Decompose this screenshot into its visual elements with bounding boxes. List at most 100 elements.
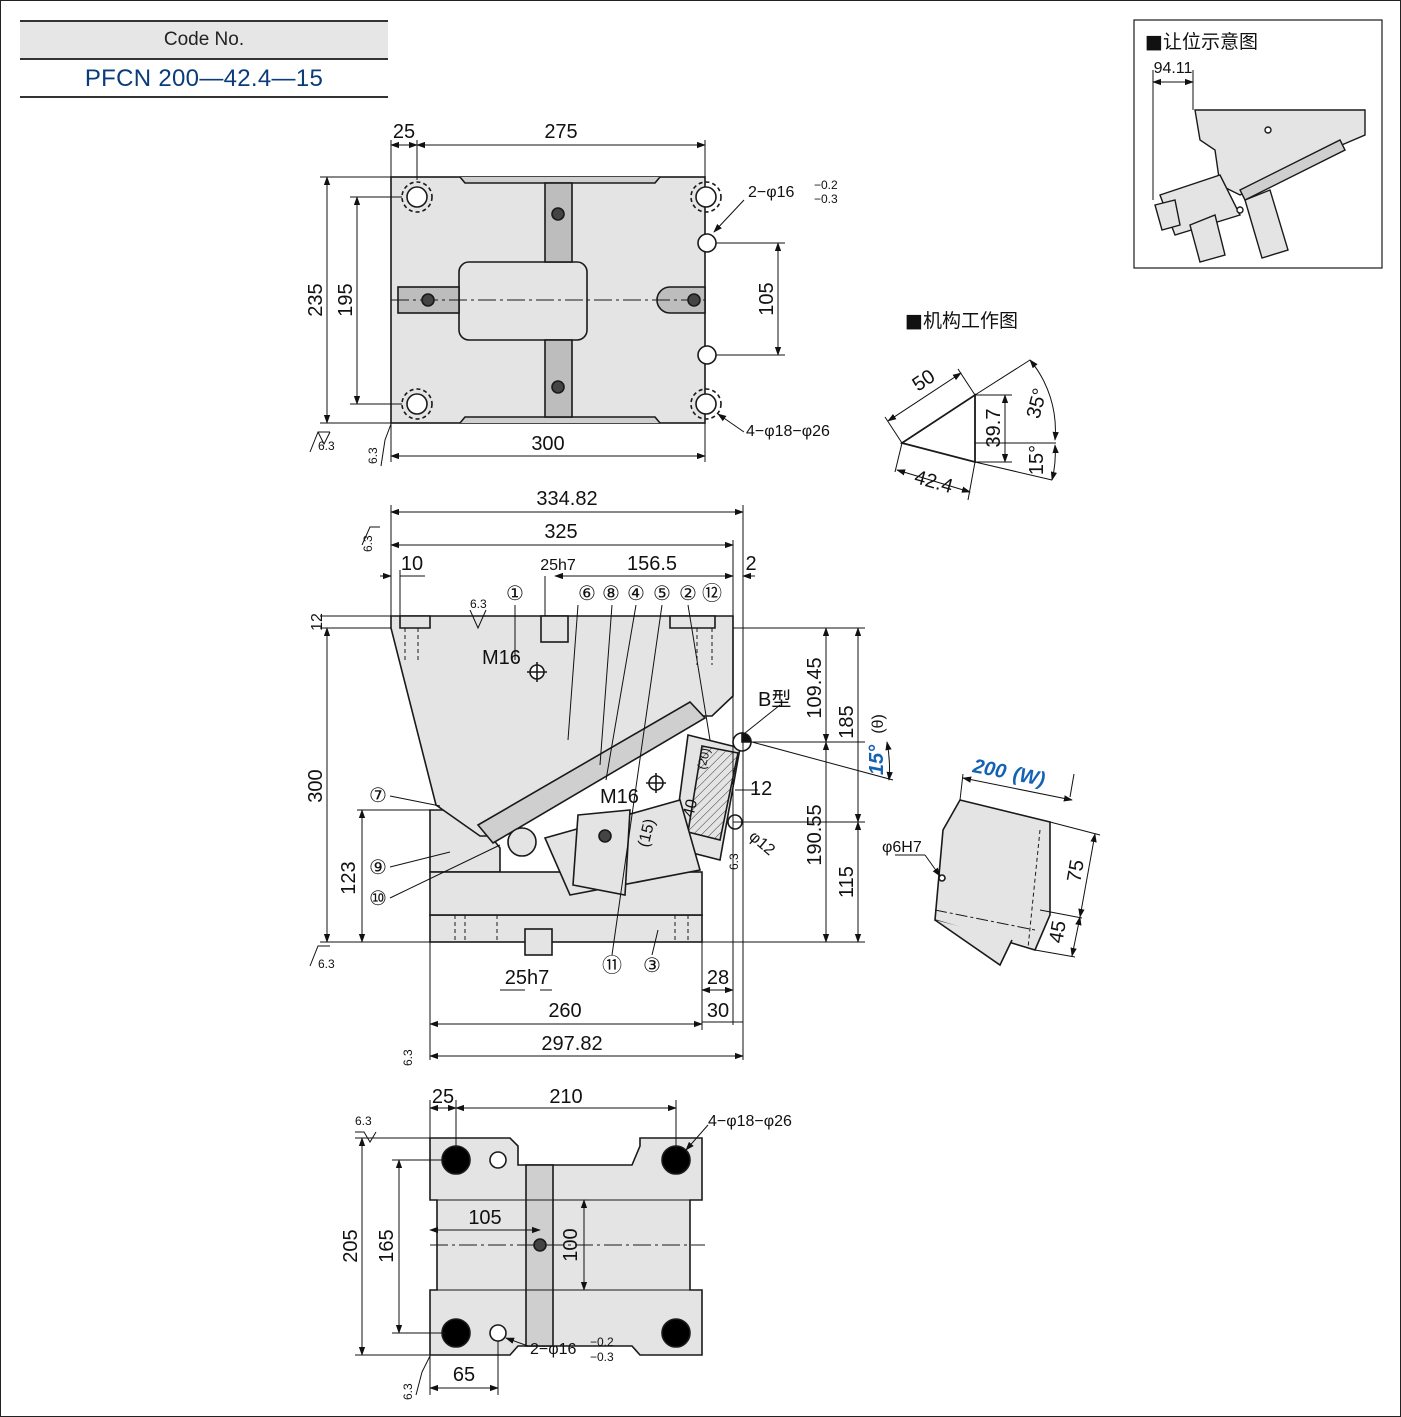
bottom-tol-down: −0.3	[590, 1350, 614, 1364]
width-w-label: (W)	[1011, 763, 1047, 791]
bottom-dim-210: 210	[549, 1086, 582, 1108]
callout-3: ③	[643, 955, 661, 977]
slide-rail	[476, 700, 707, 845]
side-dim-300: 300	[305, 769, 327, 802]
side-finish-2: 6.3	[470, 597, 487, 611]
code-number-value: PFCN 200—42.4—15	[20, 60, 388, 98]
top-dim-275: 275	[544, 121, 577, 143]
width-view	[934, 799, 1051, 967]
top-view-dims	[309, 140, 785, 467]
mech-angle-35: 35°	[1023, 386, 1052, 421]
top-center-pad	[458, 261, 588, 341]
base-plate	[429, 914, 703, 943]
callout-9: ⑨	[369, 857, 387, 879]
callout-4: ④	[627, 583, 645, 605]
top-dim-300: 300	[531, 433, 564, 455]
bottom-dim-105: 105	[468, 1207, 501, 1229]
mech-dim-39-7: 39.7	[983, 409, 1005, 448]
callout-7: ⑦	[369, 785, 387, 807]
code-number-block: Code No. PFCN 200—42.4—15	[20, 20, 388, 98]
side-dim-12: 12	[309, 613, 326, 631]
side-dim-28: 28	[707, 967, 729, 989]
side-dim-185: 185	[836, 705, 858, 738]
part-callouts: ① ⑥ ⑧ ④ ⑤ ② ⑫ ⑦ ⑨ ⑩ ⑪ ③	[369, 582, 722, 977]
mech-angle-15: 15°	[1026, 445, 1048, 475]
top-dim-235: 235	[305, 283, 327, 316]
callout-11: ⑪	[602, 954, 622, 977]
side-finish-1: 6.3	[361, 535, 375, 552]
top-large-hole-label: 4−φ18−φ26	[746, 423, 830, 440]
width-value: 200	[970, 755, 1008, 783]
side-dim-12b: 12	[750, 778, 772, 800]
top-bolt-holes	[401, 181, 722, 420]
side-dim-190-55: 190.55	[804, 804, 826, 865]
callout-6: ⑥	[578, 583, 596, 605]
callout-1: ①	[506, 583, 524, 605]
side-dim-156-5: 156.5	[627, 553, 677, 575]
side-dim-40: 40	[680, 797, 701, 818]
bottom-large-hole-label: 4−φ18−φ26	[708, 1113, 792, 1130]
width-dim-45: 45	[1045, 919, 1071, 945]
side-angle-15: 15°	[866, 744, 888, 775]
side-dim-25h7-bottom: 25h7	[505, 967, 550, 989]
mech-dim-42-4: 42.4	[912, 466, 955, 498]
side-dim-2: 2	[745, 553, 756, 575]
callout-12: ⑫	[702, 582, 722, 605]
side-finish-3: 6.3	[318, 957, 335, 971]
bottom-dim-25: 25	[432, 1086, 454, 1108]
top-tol-down: −0.3	[814, 192, 838, 206]
side-dim-15: (15)	[635, 817, 658, 849]
mech-dim-50: 50	[908, 365, 939, 396]
side-dim-297-82: 297.82	[541, 1033, 602, 1055]
top-rail-upper	[544, 182, 573, 263]
clearance-sketch	[1154, 109, 1366, 263]
side-finish-4: 6.3	[401, 1049, 415, 1066]
mechanism-title: ■机构工作图	[905, 310, 1018, 332]
callout-8: ⑧	[602, 583, 620, 605]
side-finish-5: 6.3	[727, 853, 741, 870]
top-small-hole-label: 2−φ16	[748, 184, 795, 201]
clearance-dim-94-11: 94.11	[1154, 60, 1193, 77]
side-phi12: φ12	[745, 828, 778, 859]
top-finish-2: 6.3	[366, 447, 380, 464]
top-dim-105: 105	[756, 282, 778, 315]
side-dim-123: 123	[338, 861, 360, 894]
callout-5: ⑤	[653, 583, 671, 605]
code-number-header: Code No.	[20, 20, 388, 60]
side-dim-334-82: 334.82	[536, 488, 597, 510]
bottom-small-hole-label: 2−φ16	[530, 1341, 577, 1358]
width-pin-label: φ6H7	[882, 839, 922, 856]
side-m16-upper: M16	[482, 647, 521, 669]
bottom-finish-1: 6.3	[355, 1114, 372, 1128]
side-m16-lower: M16	[600, 786, 639, 808]
side-view	[390, 615, 752, 956]
cam-bracket	[572, 809, 631, 896]
side-dim-109-45: 109.45	[804, 657, 826, 718]
side-dim-25h7: 25h7	[540, 557, 576, 574]
side-dim-115: 115	[836, 866, 858, 898]
bottom-finish-2: 6.3	[401, 1383, 415, 1400]
bottom-view-dims	[355, 1100, 709, 1396]
side-dim-325: 325	[544, 521, 577, 543]
side-dim-260: 260	[548, 1000, 581, 1022]
top-tol-up: −0.2	[814, 178, 838, 192]
side-dim-10: 10	[401, 553, 423, 575]
bottom-dim-205: 205	[340, 1229, 362, 1262]
top-finish-1: 6.3	[318, 439, 335, 453]
bottom-dim-65: 65	[453, 1364, 475, 1386]
side-b-type: B型	[758, 688, 791, 711]
bottom-tol-up: −0.2	[590, 1335, 614, 1349]
top-view	[390, 176, 722, 424]
width-dim-75: 75	[1063, 858, 1089, 884]
clearance-title: ■让位示意图	[1145, 31, 1258, 53]
side-dim-20: (20)	[694, 747, 713, 771]
side-dim-30: 30	[707, 1000, 729, 1022]
clearance-dim	[1152, 70, 1194, 200]
width-view-dims	[895, 773, 1101, 958]
callout-10: ⑩	[369, 888, 387, 910]
bottom-rail	[525, 1164, 554, 1347]
mechanism-dims	[884, 359, 1059, 501]
top-dim-25: 25	[393, 121, 415, 143]
bottom-dim-100: 100	[560, 1228, 582, 1261]
